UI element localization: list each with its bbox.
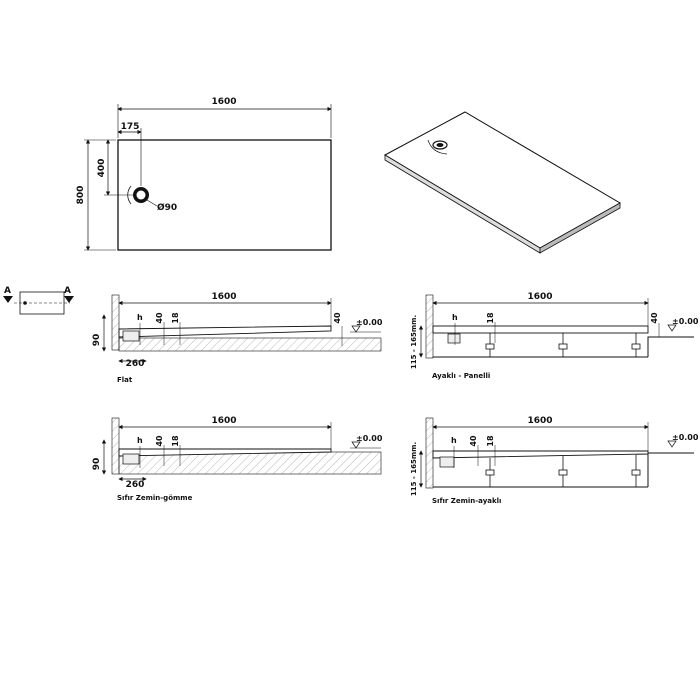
level-marker-icon	[667, 440, 677, 448]
section-marker-left: A	[4, 286, 11, 296]
plan-length-label: 1600	[211, 97, 236, 107]
section-marker-right: A	[64, 286, 71, 296]
section-panelli-level: ±0.00	[672, 317, 699, 326]
section-arrow-right-icon	[64, 296, 74, 303]
section-sifir-ayakli-h: h	[451, 436, 457, 445]
section-gomme-height: 90	[92, 458, 102, 471]
floor-slab	[118, 337, 382, 352]
section-gomme-thickness: 40	[155, 435, 164, 447]
section-panelli-height: 115 - 165mm.	[410, 315, 418, 369]
isometric-view	[383, 111, 622, 254]
section-panelli-length: 1600	[527, 292, 552, 302]
support-legs	[485, 333, 641, 357]
support-legs	[485, 455, 641, 487]
section-gomme-caption: Sıfır Zemin-gömme	[117, 494, 193, 502]
section-arrow-left-icon	[3, 296, 13, 303]
drain-offset-y-label: 400	[97, 159, 107, 178]
plan-view: 1600 175 800 400 Ø90	[76, 97, 332, 251]
level-marker-icon	[667, 324, 677, 332]
tray-outline	[117, 139, 332, 251]
section-sifir-ayakli: 1600 115 - 165mm. h 40 18 ±0.00 Sıfır Ze…	[410, 416, 699, 505]
tray-profile	[432, 450, 649, 459]
section-sifir-ayakli-height: 115 - 165mm.	[410, 442, 418, 496]
drain-trap	[122, 453, 140, 465]
section-flat-level: ±0.00	[356, 318, 383, 327]
drain-diameter-label: Ø90	[157, 202, 177, 213]
section-panelli-h: h	[452, 313, 458, 322]
level-marker-icon	[351, 325, 361, 333]
section-flat-h: h	[137, 313, 143, 322]
section-gomme-drain-width: 260	[126, 480, 145, 490]
section-panelli-caption: Ayaklı - Panelli	[432, 372, 490, 380]
section-sifir-ayakli-length: 1600	[527, 416, 552, 426]
section-sifir-ayakli-caption: Sıfır Zemin-ayaklı	[432, 497, 501, 505]
section-sifir-ayakli-level: ±0.00	[672, 433, 699, 442]
section-key: A A	[3, 286, 74, 315]
panel-drain-trap	[447, 333, 461, 344]
plan-width-label: 800	[76, 186, 86, 205]
section-flat-edge: 40	[333, 312, 342, 324]
section-panelli-edge: 40	[650, 312, 659, 324]
drain-offset-x-label: 175	[121, 122, 140, 132]
drain-trap	[122, 330, 140, 342]
tray-side-right	[539, 202, 621, 254]
level-marker-icon	[351, 441, 361, 449]
section-gomme-slope: 18	[171, 435, 180, 447]
panel-tray-profile	[432, 325, 649, 334]
section-sifir-ayakli-thickness: 40	[469, 435, 478, 447]
tray-profile	[118, 325, 332, 338]
tray-profile	[118, 448, 332, 457]
section-sifir-ayakli-slope: 18	[486, 435, 495, 447]
section-flat-drain-width: 260	[126, 359, 145, 369]
section-gomme-length: 1600	[211, 416, 236, 426]
section-flat-slope: 18	[171, 312, 180, 324]
section-flat-height: 90	[92, 334, 102, 347]
section-flat-length: 1600	[211, 292, 236, 302]
section-sifir-gomme: 1600 90 h 40 18 ±0.00 260 Sıfır Zemin-gö…	[92, 416, 383, 502]
section-flat-thickness: 40	[155, 312, 164, 324]
section-flat-caption: Flat	[117, 376, 133, 384]
section-panelli-slope: 18	[486, 312, 495, 324]
drain-trap	[439, 456, 455, 468]
section-flat: 1600 90 h 40 18 40 ±0.00 260 Flat	[92, 292, 383, 384]
section-gomme-level: ±0.00	[356, 434, 383, 443]
section-ayakli-panelli: 1600 115 - 165mm. h 18 40 ±0.00 Ayaklı -…	[410, 292, 699, 380]
section-gomme-h: h	[137, 436, 143, 445]
